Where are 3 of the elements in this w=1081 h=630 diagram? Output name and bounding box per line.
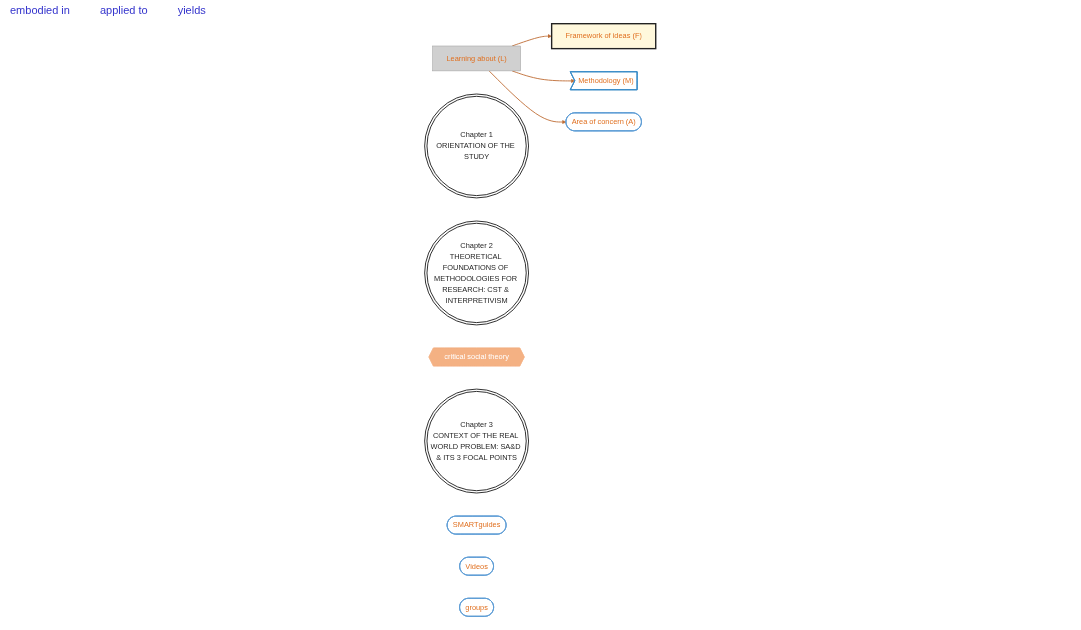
connector-label: applied to: [99, 4, 148, 16]
connector-label: yields: [177, 4, 206, 16]
connector-label: embodied in: [10, 4, 70, 16]
